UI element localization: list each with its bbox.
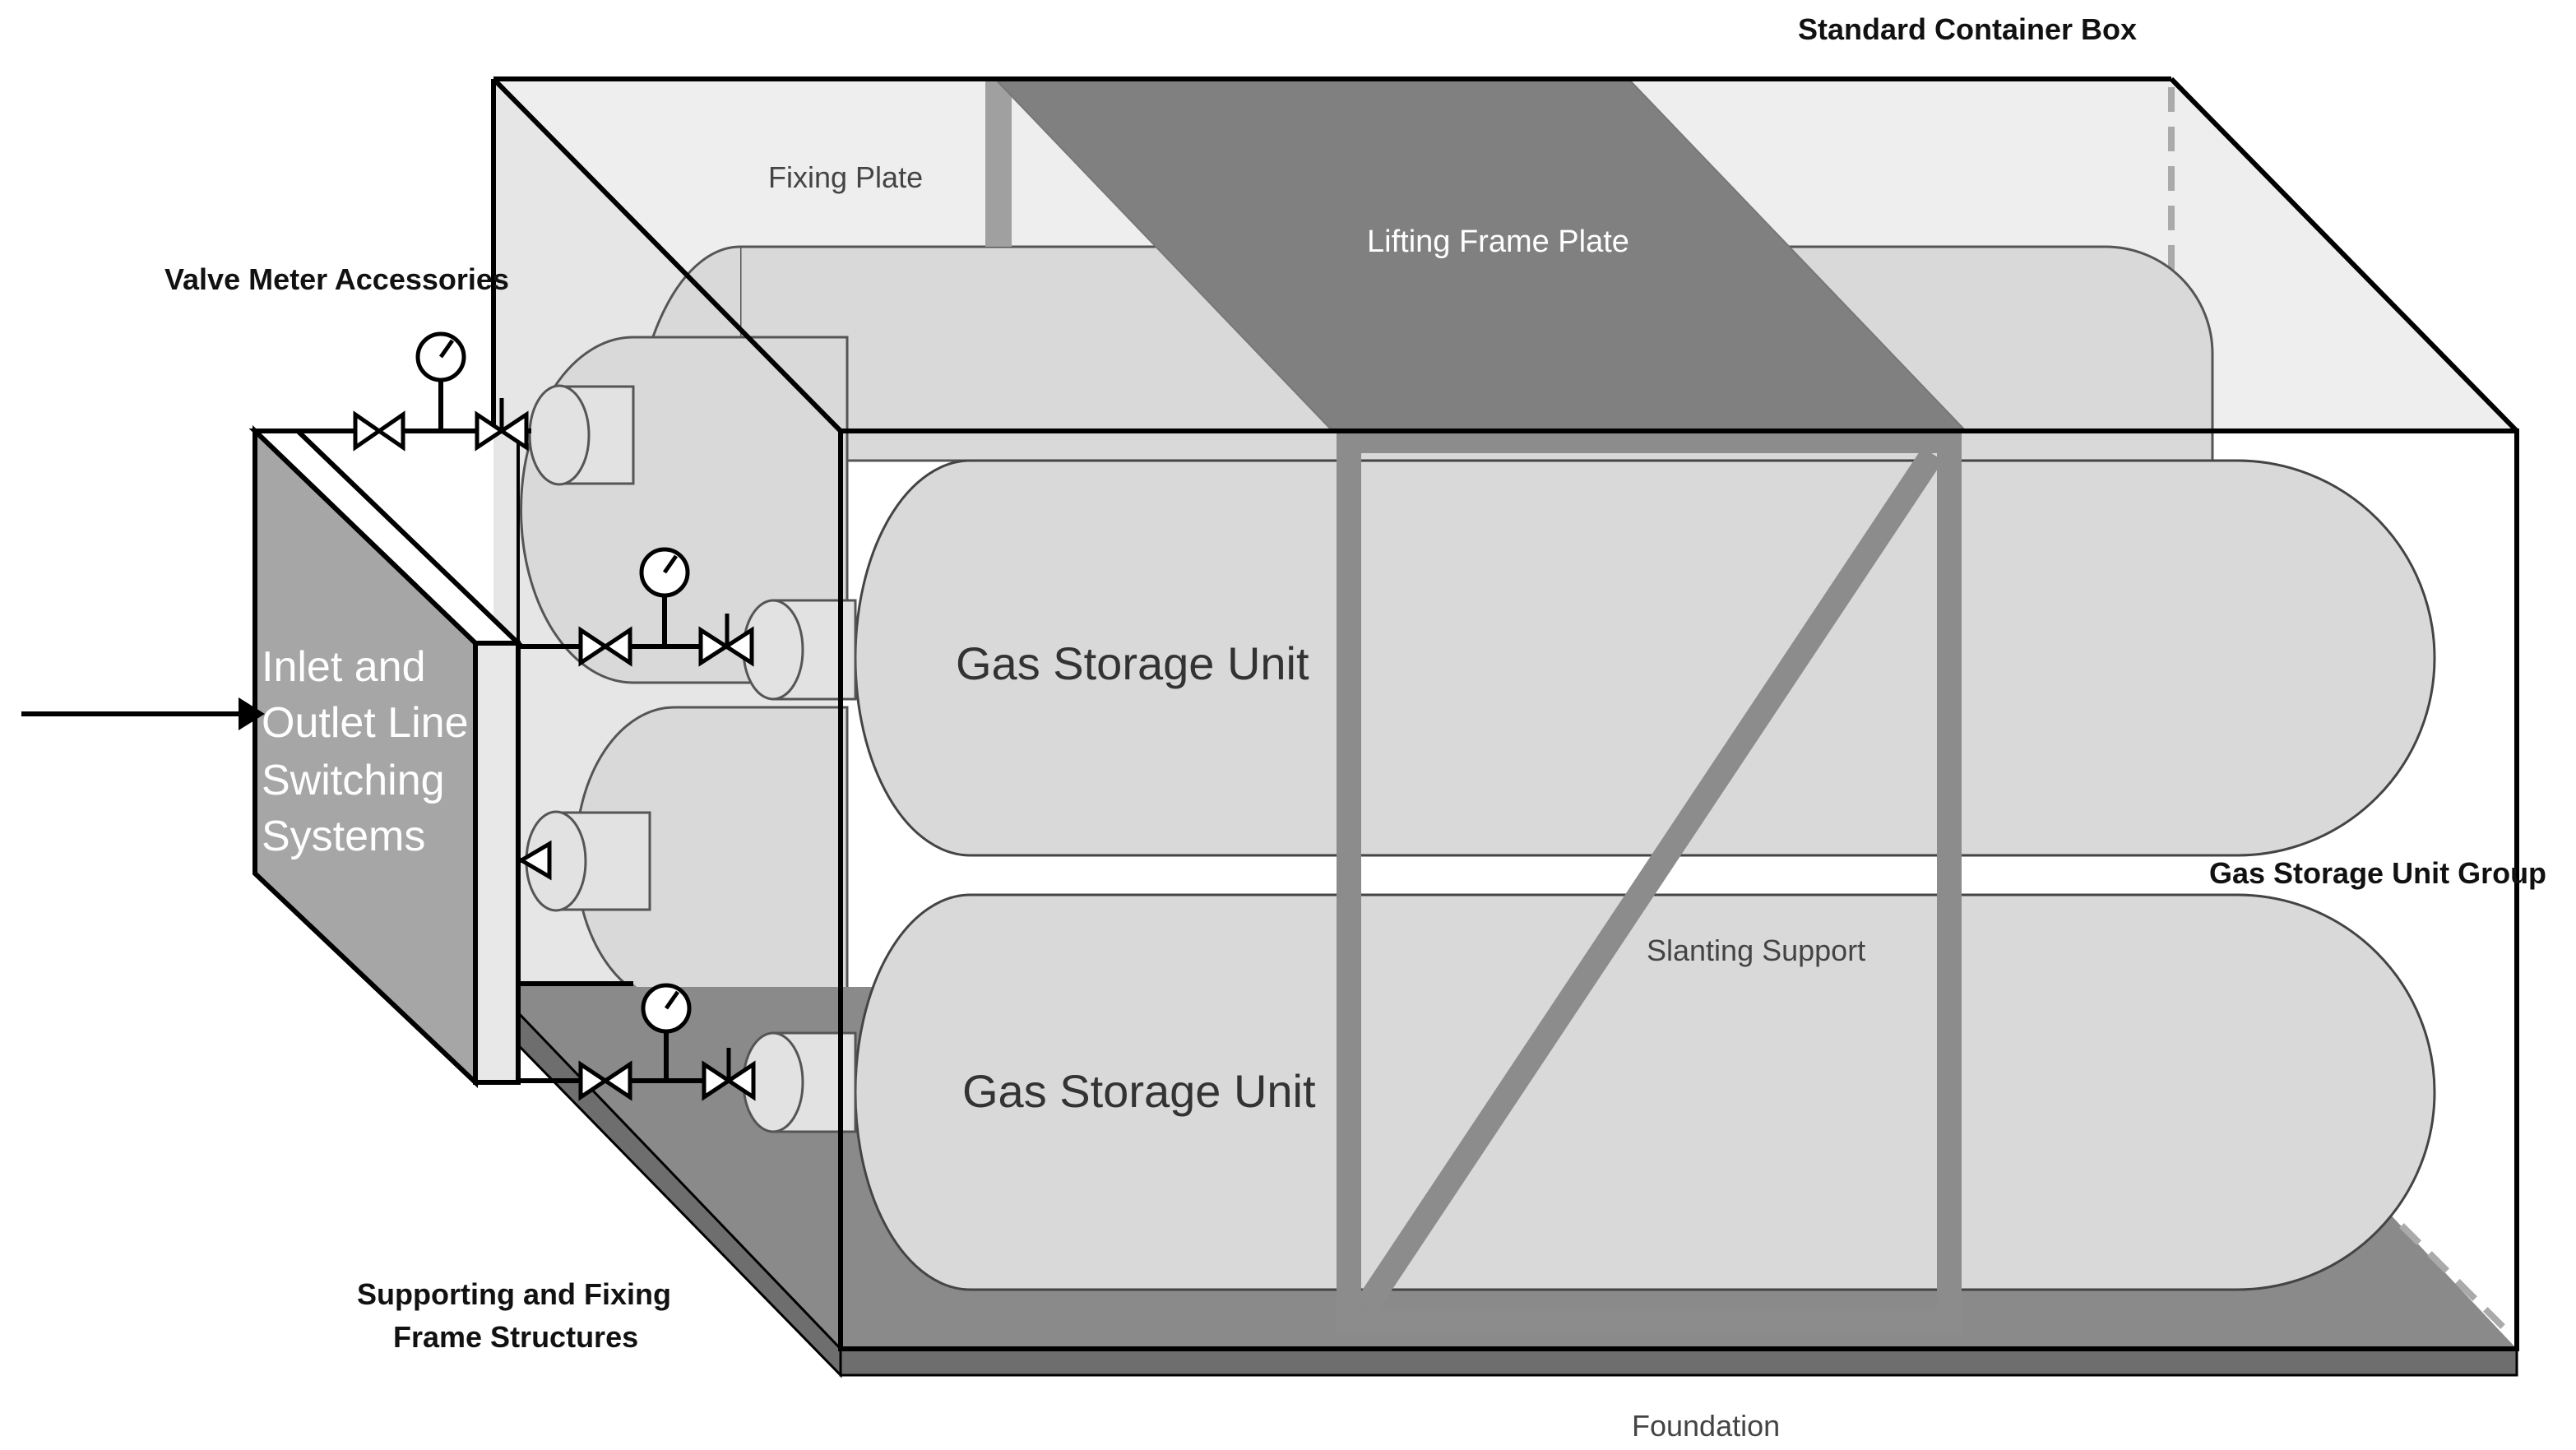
container-outline (491, 76, 2519, 1351)
inlet-outlet-label-line1: Inlet and (262, 643, 426, 691)
fixing-plate (985, 79, 1012, 247)
inlet-outlet-label-line3: Switching (262, 757, 445, 804)
inlet-outlet-label-line2: Outlet Line (262, 699, 469, 747)
supporting-fixing-label-line1: Supporting and Fixing (357, 1277, 671, 1311)
pressure-gauge-icon (415, 331, 692, 1034)
valve-icon (353, 398, 756, 1101)
front-support-frame (1337, 429, 1962, 1333)
supporting-fixing-label-line2: Frame Structures (393, 1320, 638, 1354)
valve-meter-accessories-label: Valve Meter Accessories (164, 262, 509, 296)
gas-storage-unit-group-label: Gas Storage Unit Group (2209, 856, 2546, 890)
standard-container-box-label: Standard Container Box (1798, 12, 2137, 46)
gas-storage-unit-top-label: Gas Storage Unit (956, 637, 1309, 689)
lifting-frame-plate-label: Lifting Frame Plate (1367, 225, 1629, 259)
back-tank-row (520, 245, 2214, 1005)
slanting-support-label: Slanting Support (1647, 933, 1865, 967)
inlet-outlet-label-line4: Systems (262, 813, 425, 860)
gas-storage-unit-bottom-label: Gas Storage Unit (962, 1065, 1316, 1117)
arrow-icon (21, 697, 265, 730)
fixing-plate-label: Fixing Plate (768, 160, 923, 194)
foundation-label: Foundation (1632, 1409, 1780, 1443)
inlet-outlet-switching-panel (248, 424, 525, 1088)
front-gas-storage-units (742, 459, 2436, 1291)
